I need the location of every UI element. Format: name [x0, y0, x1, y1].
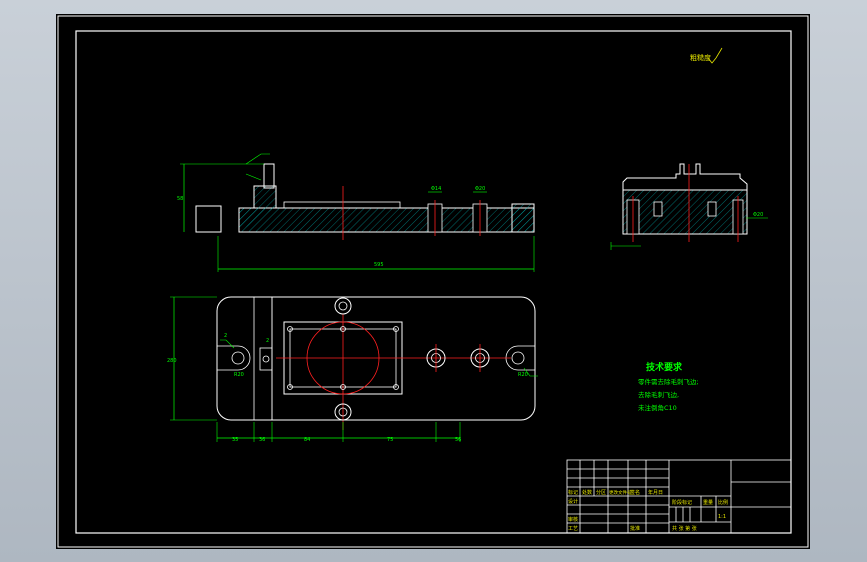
dim-chain-3: 84	[304, 437, 310, 443]
roughness-text: 粗糙度	[690, 53, 711, 62]
technical-requirements: 技术要求 零件需去除毛刺飞边; 去除毛刺飞边, 未注倒角C10	[638, 361, 699, 412]
requirement-line-2: 去除毛刺飞边,	[638, 390, 679, 399]
dim-left-h1: 2	[224, 333, 227, 339]
dim-chain-2: 36	[259, 437, 265, 443]
sheet-outer-border	[57, 15, 809, 548]
title-block	[566, 459, 792, 534]
side-view: Φ20	[610, 163, 768, 250]
top-view: 280 35 36 84 75 56 2 2 R20 R20	[167, 296, 538, 443]
side-inner-slot-a	[653, 201, 663, 217]
tb-scale-value: 1:1	[718, 514, 726, 520]
dim-side: Φ20	[753, 212, 763, 218]
tb-label-file: 更改文件号	[609, 489, 632, 496]
tb-approve: 批准	[630, 525, 640, 532]
front-left-upright	[263, 163, 275, 189]
title-block-text: 标记 处数 分区 更改文件号 签名 年月日 设计 审核 工艺 批准 阶段标记 重…	[568, 489, 728, 532]
tb-process: 工艺	[568, 526, 578, 532]
sheet-inner-border	[75, 30, 792, 534]
dim-overall-length: 595	[374, 262, 384, 268]
top-plate-outline	[216, 296, 536, 421]
dim-chain-5: 56	[455, 437, 461, 443]
drawing-canvas: 粗糙度 595 58	[57, 15, 809, 548]
tb-label-date: 年月日	[648, 489, 663, 496]
requirements-title: 技术要求	[646, 361, 683, 373]
tb-design: 设计	[568, 498, 578, 505]
dim-radius-right: R20	[518, 372, 528, 378]
cad-viewport[interactable]: 粗糙度 595 58	[56, 14, 810, 549]
tb-label-zone: 分区	[596, 489, 606, 496]
dim-radius-left: R20	[234, 372, 244, 378]
roughness-symbol-icon	[707, 47, 723, 64]
top-bolt-hole-lower	[334, 403, 352, 421]
dim-left-h2: 2	[266, 338, 269, 344]
front-top-recess	[283, 201, 401, 209]
requirement-line-3: 未注倒角C10	[638, 403, 677, 412]
front-right-step	[511, 203, 535, 233]
tb-check: 审核	[568, 516, 578, 523]
dim-slot-a: Φ14	[431, 186, 441, 192]
dim-slot-b: Φ20	[475, 186, 485, 192]
side-body-section	[622, 189, 748, 235]
dim-chain-4: 75	[387, 437, 393, 443]
tb-sheet-label: 共 张 第 张	[672, 525, 697, 532]
requirement-line-1: 零件需去除毛刺飞边;	[638, 377, 699, 386]
top-bolt-hole-upper	[334, 297, 352, 315]
front-left-block	[238, 185, 277, 232]
dim-height: 58	[177, 196, 183, 202]
dim-top-width: 280	[167, 358, 177, 364]
front-view: 595 58 Φ14 Φ20	[177, 153, 535, 272]
front-base-section	[238, 207, 535, 233]
tb-stage-label: 阶段标记	[672, 499, 692, 506]
tb-scale-label: 比例	[718, 499, 728, 506]
side-top-profile	[622, 163, 748, 190]
front-left-foot	[195, 205, 222, 233]
top-left-end-slot	[217, 345, 251, 371]
dim-chain-1: 35	[232, 437, 238, 443]
tb-label-mark: 标记	[568, 489, 578, 496]
side-inner-slot-b	[707, 201, 717, 217]
tb-label-sign: 签名	[630, 489, 640, 496]
tb-weight-label: 重量	[703, 499, 713, 506]
title-block-frame	[566, 459, 792, 534]
tb-label-count: 处数	[582, 489, 592, 496]
surface-roughness-note: 粗糙度	[690, 47, 723, 64]
